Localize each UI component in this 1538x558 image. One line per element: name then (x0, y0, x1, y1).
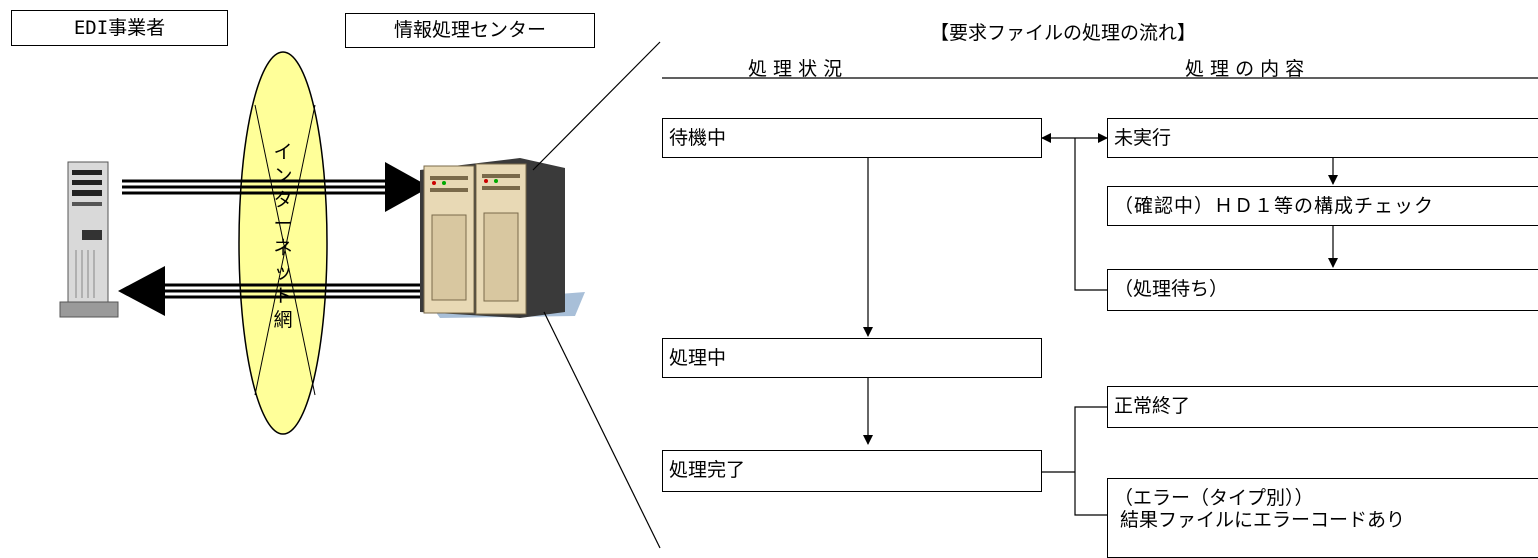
content-checking: （確認中）ＨＤ１等の構成チェック (1107, 186, 1538, 226)
content-error-line2: 結果ファイルにエラーコードあり (1120, 509, 1406, 531)
status-completed: 処理完了 (662, 450, 1042, 492)
zoom-line-top (532, 41, 661, 171)
status-processing: 処理中 (662, 338, 1042, 378)
info-center-label: 情報処理センター (345, 13, 595, 48)
server-rack-icon (420, 158, 585, 318)
result-bracket (1074, 406, 1107, 516)
flow-title: 【要求ファイルの処理の流れ】 (930, 22, 1197, 44)
content-error-line1: （エラー（タイプ別）） (1114, 487, 1314, 509)
pending-return-line (1074, 138, 1107, 291)
response-arrow (118, 266, 422, 316)
internet-network-ellipse (238, 51, 328, 435)
content-column-header: 処 理 の 内 容 (1185, 58, 1305, 80)
status-waiting: 待機中 (662, 118, 1042, 158)
ellipse-cross-line-2 (254, 104, 316, 396)
edi-operator-label: EDI事業者 (11, 10, 228, 46)
zoom-line-bottom (543, 311, 661, 549)
content-not-executed: 未実行 (1107, 118, 1538, 158)
desktop-pc-icon (59, 161, 119, 318)
status-column-header: 処 理 状 況 (748, 58, 843, 80)
request-arrow (122, 162, 430, 212)
network-label: イ ン タ ー ネ ッ ト 網 (273, 141, 293, 331)
content-normal-end: 正常終了 (1107, 386, 1538, 428)
content-error: （エラー（タイプ別）） 結果ファイルにエラーコードあり (1107, 478, 1538, 558)
content-pending: （処理待ち） (1107, 269, 1538, 311)
